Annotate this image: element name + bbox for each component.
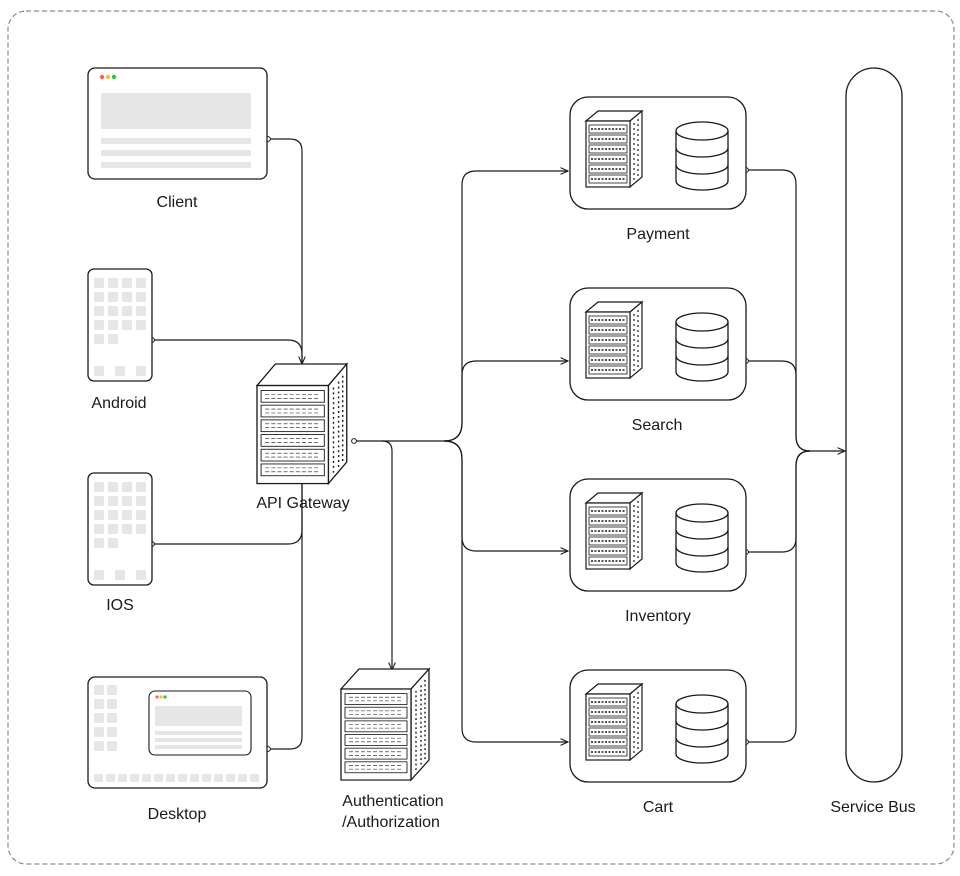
server-rack-icon bbox=[585, 110, 643, 188]
connector-gateway-auth bbox=[381, 440, 392, 670]
desktop-label: Desktop bbox=[148, 806, 207, 823]
service-label: Payment bbox=[626, 226, 690, 243]
server-rack-icon bbox=[256, 363, 348, 485]
service-payment[interactable]: Payment bbox=[569, 96, 747, 243]
desktop-node[interactable]: Desktop bbox=[87, 676, 268, 823]
service-label: Search bbox=[632, 417, 683, 434]
service-bus-pill bbox=[845, 67, 903, 783]
desktop-screen-icon bbox=[87, 676, 268, 789]
database-icon bbox=[675, 121, 729, 191]
auth-node[interactable]: Authentication /Authorization bbox=[340, 668, 444, 831]
server-rack-icon bbox=[585, 492, 643, 570]
connector-to-cart bbox=[443, 440, 568, 742]
database-icon bbox=[675, 694, 729, 764]
client-label: Client bbox=[157, 194, 198, 211]
server-rack-icon bbox=[340, 668, 430, 781]
android-label: Android bbox=[91, 395, 146, 412]
connector-cart-bus bbox=[746, 450, 811, 743]
service-bus-label: Service Bus bbox=[830, 799, 915, 816]
outer-frame bbox=[7, 10, 955, 865]
ios-node[interactable]: IOS bbox=[87, 472, 153, 614]
connector-android-gateway bbox=[152, 339, 303, 364]
service-bus-node[interactable]: Service Bus bbox=[830, 67, 916, 816]
connector-inventory-bus bbox=[746, 450, 811, 553]
client-node[interactable]: Client bbox=[87, 67, 268, 211]
connector-search-bus bbox=[746, 360, 811, 452]
service-cart[interactable]: Cart bbox=[569, 669, 747, 816]
android-node[interactable]: Android bbox=[87, 268, 153, 412]
service-label: Cart bbox=[643, 799, 674, 816]
api-gateway-node[interactable]: API Gateway bbox=[256, 363, 350, 512]
connector-desktop-gateway bbox=[268, 484, 303, 750]
connector-ios-gateway bbox=[152, 484, 303, 545]
api-gateway-label: API Gateway bbox=[256, 495, 349, 512]
service-inventory[interactable]: Inventory bbox=[569, 478, 747, 625]
server-rack-icon bbox=[585, 683, 643, 761]
connector-client-gateway bbox=[268, 138, 302, 364]
server-rack-icon bbox=[585, 301, 643, 379]
service-label: Inventory bbox=[625, 608, 691, 625]
android-phone-icon bbox=[87, 268, 153, 382]
connector-to-search bbox=[443, 361, 568, 442]
browser-window-icon bbox=[87, 67, 268, 180]
service-search[interactable]: Search bbox=[569, 287, 747, 434]
ios-phone-icon bbox=[87, 472, 153, 586]
connectors bbox=[152, 138, 845, 750]
database-icon bbox=[675, 312, 729, 382]
auth-label-line1: Authentication bbox=[342, 793, 443, 810]
database-icon bbox=[675, 503, 729, 573]
ios-label: IOS bbox=[106, 597, 134, 614]
auth-label-line2: /Authorization bbox=[342, 814, 440, 831]
